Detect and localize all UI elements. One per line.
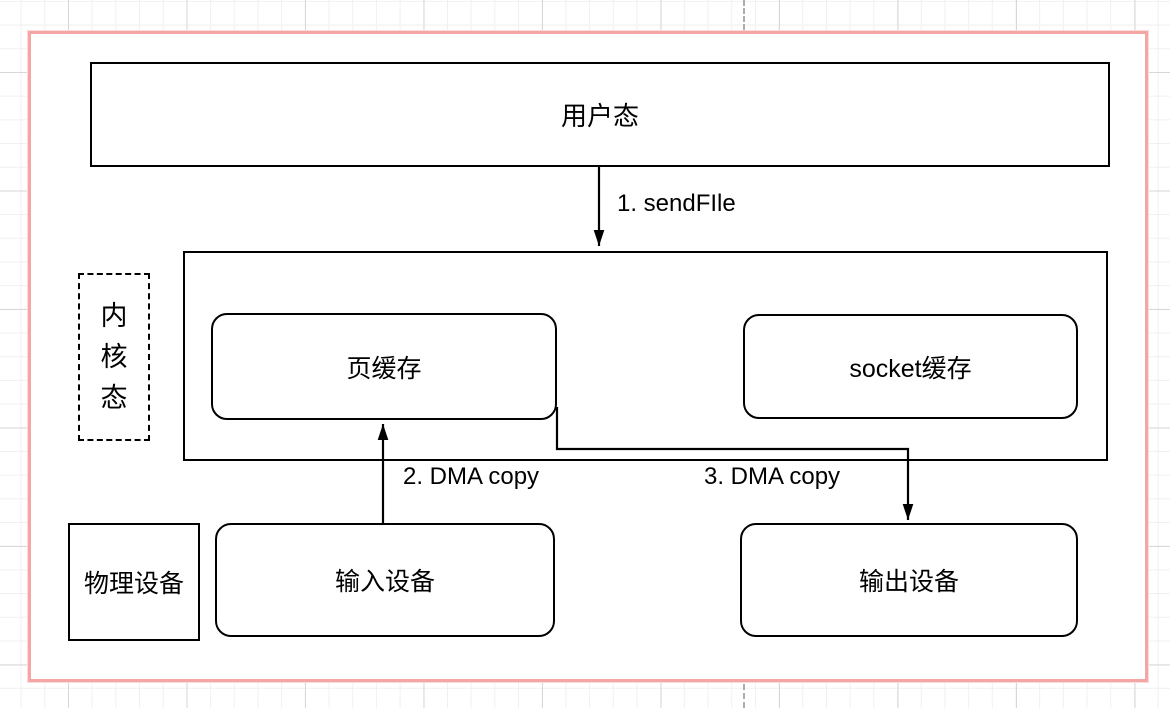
output-device-label: 输出设备 <box>858 568 959 596</box>
socket-cache-label: socket缓存 <box>849 354 972 383</box>
physical-device-label: 物理设备 <box>83 570 184 598</box>
sendfile-arrow-label: 1. sendFIle <box>617 190 736 217</box>
input-device-box: 输入设备 <box>215 523 555 637</box>
socket-cache-box: socket缓存 <box>743 314 1078 419</box>
kernel-mode-char-2: 核 <box>100 341 128 372</box>
page-guide-line-top <box>743 0 745 30</box>
kernel-mode-char-1: 内 <box>100 300 128 331</box>
physical-device-box: 物理设备 <box>68 523 200 641</box>
page-cache-label: 页缓存 <box>346 354 422 383</box>
dma-copy-out-label: 3. DMA copy <box>704 463 841 490</box>
input-device-label: 输入设备 <box>334 568 435 596</box>
output-device-box: 输出设备 <box>740 523 1078 637</box>
user-mode-box: 用户态 <box>90 62 1110 167</box>
kernel-mode-char-3: 态 <box>100 382 128 413</box>
kernel-mode-box: 内 核 态 <box>78 273 150 441</box>
dma-copy-in-label: 2. DMA copy <box>403 463 540 490</box>
page-guide-line-bottom <box>743 684 745 708</box>
page-cache-box: 页缓存 <box>211 313 557 420</box>
user-mode-label: 用户态 <box>560 101 639 131</box>
